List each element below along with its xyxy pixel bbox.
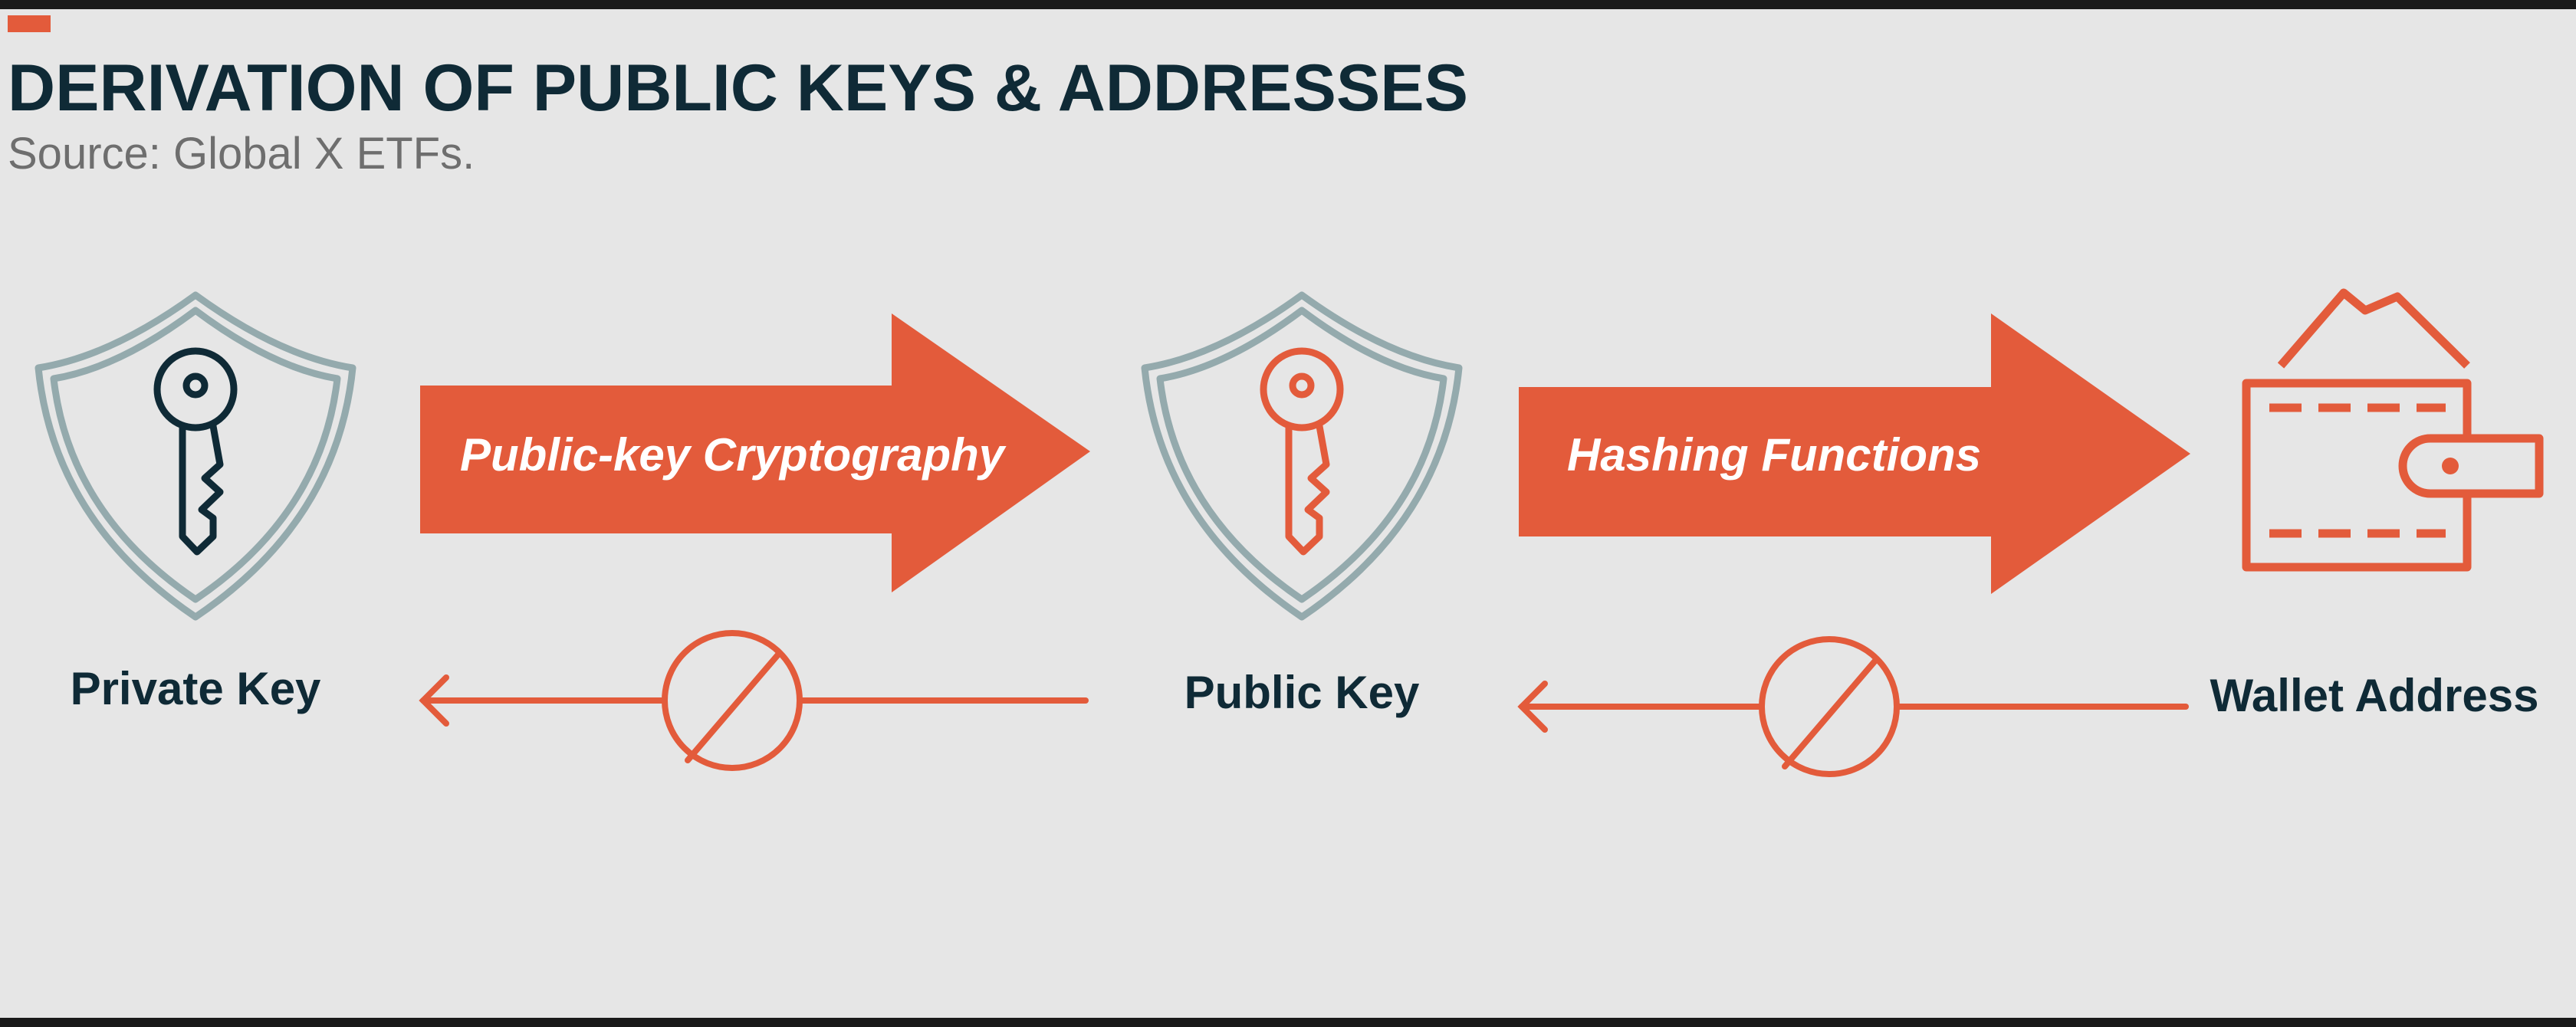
- reverse-arrow-1: [419, 630, 1089, 771]
- shield-icon: [34, 291, 356, 621]
- arrow-label-hashing-functions: Hashing Functions: [1567, 429, 1981, 481]
- private-key-label: Private Key: [71, 663, 321, 714]
- reverse-arrow-2: [1517, 636, 2189, 777]
- private-key-icon: [34, 291, 356, 621]
- infographic-canvas: DERIVATION OF PUBLIC KEYS & ADDRESSES So…: [0, 9, 2576, 1018]
- key-icon: [1260, 347, 1344, 556]
- shield-icon: [1141, 291, 1463, 621]
- prohibited-icon: [662, 630, 803, 771]
- public-key-icon: [1141, 291, 1463, 621]
- forward-arrow-1: Public-key Cryptography: [420, 313, 1090, 592]
- wallet-address-icon: [2242, 288, 2544, 572]
- forward-arrow-2: Hashing Functions: [1519, 313, 2190, 594]
- arrow-label-public-key-cryptography: Public-key Cryptography: [460, 429, 1007, 481]
- wallet-icon: [2242, 288, 2544, 572]
- key-icon: [153, 347, 238, 556]
- page-title: DERIVATION OF PUBLIC KEYS & ADDRESSES: [8, 51, 1468, 125]
- accent-bar: [8, 15, 51, 32]
- derivation-diagram: Public-key Cryptography Hashing Function…: [34, 288, 2544, 777]
- public-key-label: Public Key: [1184, 667, 1420, 718]
- prohibited-icon: [1759, 636, 1900, 777]
- wallet-address-label: Wallet Address: [2210, 670, 2539, 721]
- source-note: Source: Global X ETFs.: [8, 129, 475, 179]
